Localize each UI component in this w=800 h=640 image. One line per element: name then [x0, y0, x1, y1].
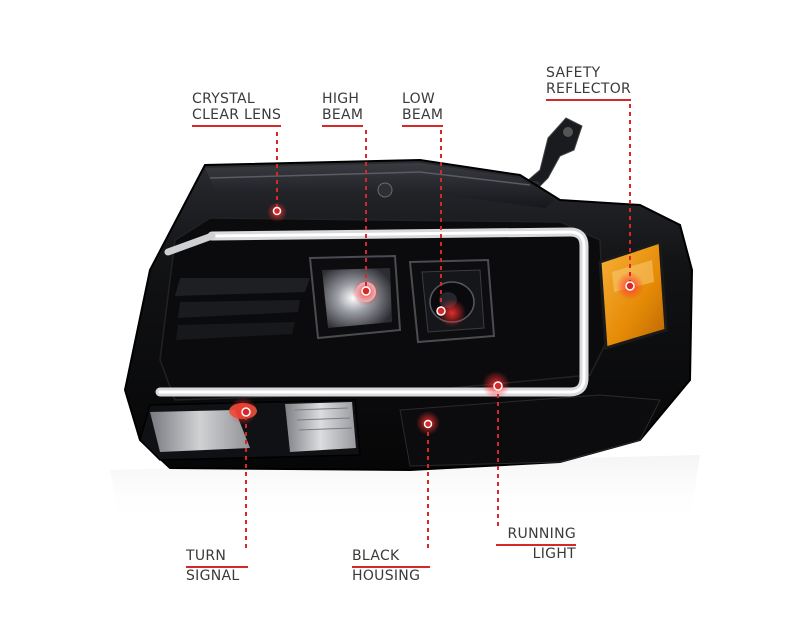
callout-turn-signal-line1: TURN [186, 548, 248, 568]
callout-running-light: RUNNING LIGHT [496, 526, 576, 562]
callout-black-housing-line2: HOUSING [352, 568, 421, 584]
callout-crystal-clear-lens: CRYSTAL CLEAR LENS [192, 91, 282, 127]
callout-black-housing: BLACK HOUSING [352, 548, 430, 584]
callout-low-beam-line2: BEAM [402, 107, 444, 127]
callout-high-beam-line1: HIGH [322, 91, 360, 107]
callout-running-light-line1: RUNNING [496, 526, 576, 546]
callout-safety-reflector: SAFETY REFLECTOR [546, 65, 632, 101]
callout-black-housing-line1: BLACK [352, 548, 430, 568]
callout-crystal-clear-lens-line1: CRYSTAL [192, 91, 255, 107]
callout-turn-signal: TURN SIGNAL [186, 548, 248, 584]
callout-running-light-line2: LIGHT [532, 546, 576, 562]
callout-turn-signal-line2: SIGNAL [186, 568, 240, 584]
callout-safety-reflector-line1: SAFETY [546, 65, 601, 81]
callout-high-beam-line2: BEAM [322, 107, 364, 127]
callout-crystal-clear-lens-line2: CLEAR LENS [192, 107, 282, 127]
callout-low-beam-line1: LOW [402, 91, 436, 107]
callout-low-beam: LOW BEAM [402, 91, 444, 127]
callout-safety-reflector-line2: REFLECTOR [546, 81, 632, 101]
callout-high-beam: HIGH BEAM [322, 91, 364, 127]
